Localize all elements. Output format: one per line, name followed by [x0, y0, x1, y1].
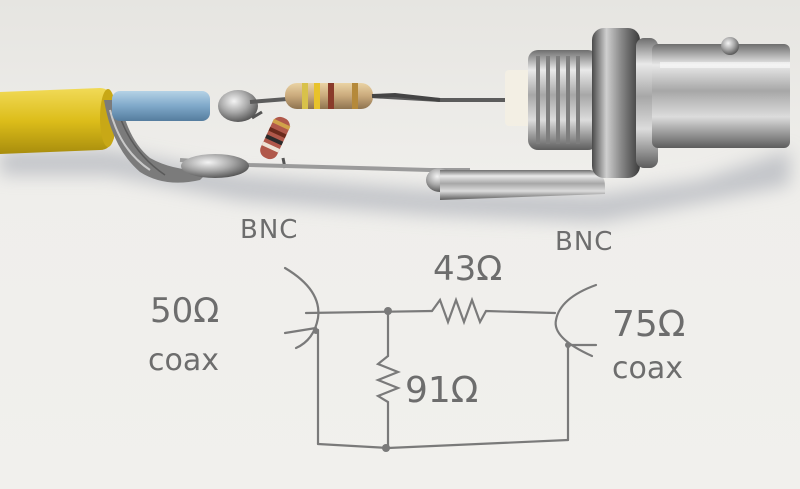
- pencil-schematic: [283, 266, 598, 452]
- label-bnc-left: BNC: [240, 215, 298, 245]
- shunt-resistor-91-ohm: [251, 110, 291, 169]
- coax-dielectric: [112, 91, 210, 121]
- assembly-shadow: [0, 150, 790, 222]
- coax-cable: [0, 88, 116, 154]
- label-43-ohm: 43Ω: [433, 249, 502, 289]
- label-bnc-right: BNC: [555, 227, 613, 257]
- center-solder-joint: [218, 90, 258, 122]
- label-91-ohm: 91Ω: [405, 370, 478, 411]
- series-resistor-43-ohm: [285, 83, 441, 109]
- label-75-ohm: 75Ω: [612, 304, 685, 345]
- label-coax-left: coax: [148, 343, 219, 378]
- label-coax-right: coax: [612, 351, 683, 386]
- left-bnc-symbol: [283, 266, 320, 350]
- label-50-ohm: 50Ω: [150, 291, 219, 331]
- bottom-wire: [316, 438, 570, 450]
- ground-lug: [440, 170, 605, 200]
- top-wire: [304, 309, 434, 315]
- resistor-symbol-43: [430, 296, 557, 326]
- junction-dots: [313, 307, 571, 452]
- bnc-connector: [505, 28, 790, 178]
- resistor-symbol-91: [375, 354, 401, 452]
